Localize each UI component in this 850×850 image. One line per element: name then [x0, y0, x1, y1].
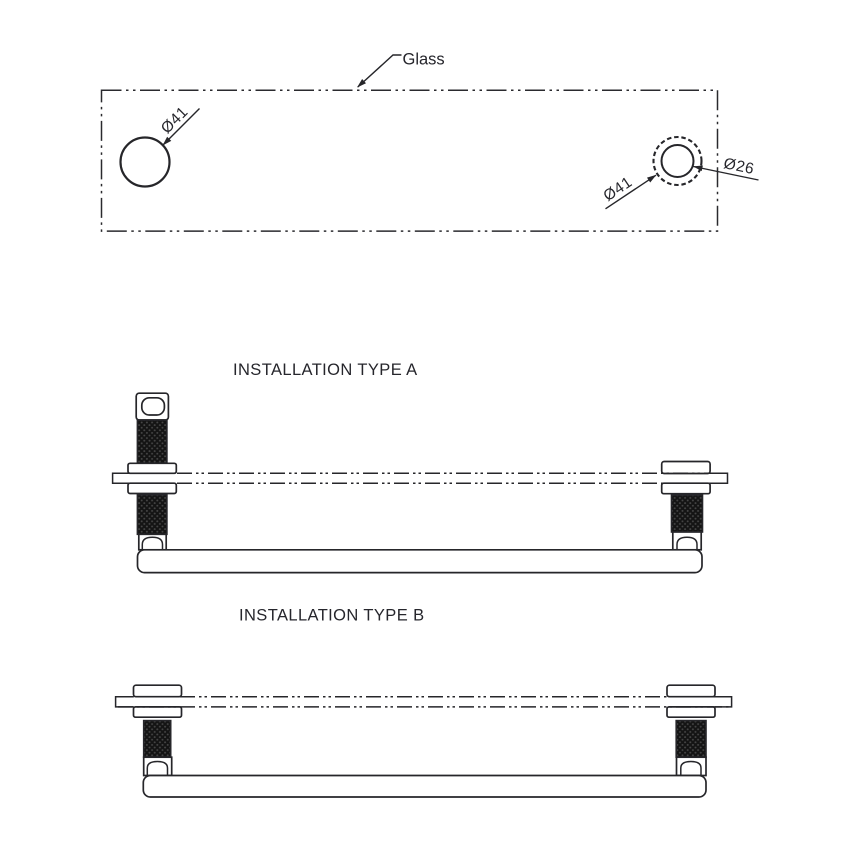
type-a-right-cap — [660, 460, 711, 475]
left-hole-circle — [119, 136, 171, 188]
type-a-towel-bar — [136, 548, 703, 574]
type-a-left-cap-inset — [140, 396, 166, 416]
installation-type-b-title: INSTALLATION TYPE B — [239, 607, 424, 625]
glass-panel-top-view: Glass Ø41 Ø41 Ø26 — [100, 51, 759, 232]
type-b-left-knurl — [142, 719, 172, 758]
type-a-glass-right-edge — [710, 472, 729, 484]
type-b-left-washer — [132, 706, 183, 719]
type-a-left-top-washer — [127, 462, 178, 475]
type-a-drawing — [111, 392, 729, 574]
glass-leader-line — [357, 54, 402, 88]
type-b-drawing — [114, 684, 733, 798]
right-hole-inner-circle — [660, 144, 695, 178]
type-a-right-post-fillet — [676, 536, 698, 550]
type-b-right-knurl — [675, 719, 707, 758]
type-a-glass-section — [111, 472, 729, 484]
installation-type-a-title: INSTALLATION TYPE A — [233, 361, 418, 379]
type-b-right-post — [666, 684, 716, 777]
type-a-left-lower-knurl — [136, 493, 168, 536]
dim-right-hole-outer: Ø41 — [600, 174, 657, 210]
type-b-towel-bar — [142, 774, 707, 798]
dim-left-hole-arrowhead — [162, 136, 172, 146]
type-b-right-cap — [666, 684, 716, 698]
type-b-left-cap — [132, 684, 183, 698]
glass-panel-outline — [100, 89, 719, 232]
type-a-right-washer — [660, 482, 711, 495]
dim-left-hole: Ø41 — [158, 103, 200, 146]
type-b-left-post-fillet — [146, 760, 169, 776]
installation-type-a: INSTALLATION TYPE A — [111, 361, 729, 574]
dim-right-hole-inner-arrowhead — [693, 165, 703, 172]
type-b-glass-section — [114, 695, 733, 708]
installation-type-b: INSTALLATION TYPE B — [114, 607, 733, 798]
type-b-glass-right-edge — [715, 695, 733, 708]
type-a-left-post-fillet — [141, 536, 164, 550]
dim-right-hole-inner-line — [693, 165, 759, 181]
glass-leader-arrowhead — [357, 78, 367, 88]
dim-right-hole-outer-arrowhead — [646, 174, 657, 183]
glass-label: Glass — [403, 51, 445, 69]
type-b-glass-left-edge — [114, 695, 134, 708]
dim-right-hole-outer-line — [605, 174, 657, 210]
type-a-left-post — [127, 392, 178, 551]
type-a-left-bottom-washer — [127, 482, 178, 495]
type-a-glass-left-edge — [111, 472, 129, 484]
dim-right-hole-inner-label: Ø26 — [722, 155, 756, 178]
right-hole-outer-circle — [652, 135, 703, 187]
type-a-right-post — [660, 460, 711, 551]
dim-right-hole-inner: Ø26 — [693, 155, 759, 181]
glass-leader: Glass — [357, 51, 445, 88]
dim-left-hole-label: Ø41 — [158, 103, 192, 137]
type-b-right-washer — [666, 706, 716, 719]
type-a-right-knurl — [670, 494, 704, 533]
type-b-right-post-fillet — [680, 760, 702, 776]
type-a-left-upper-knurl — [136, 419, 168, 465]
